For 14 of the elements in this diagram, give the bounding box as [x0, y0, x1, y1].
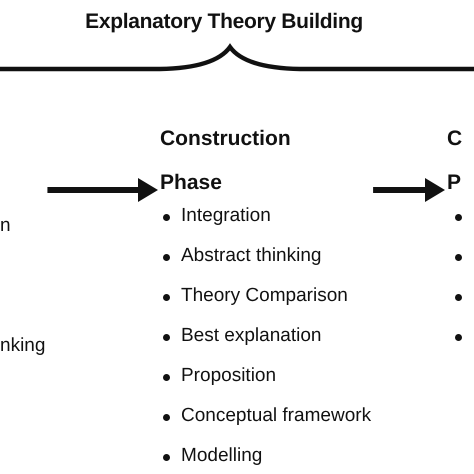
list-item-text: n	[0, 215, 11, 237]
list-item-text: Modelling	[181, 445, 262, 467]
list-item-text: Conceptual framework	[181, 405, 372, 427]
list-item-text: Theory Comparison	[181, 285, 348, 307]
list-item-text: Abstract thinking	[181, 245, 322, 267]
phase-heading: C P	[447, 126, 464, 196]
list-item-text: Proposition	[181, 365, 276, 387]
arrow	[373, 178, 445, 202]
diagram-title: Explanatory Theory Building	[84, 10, 364, 34]
arrow	[47, 178, 158, 202]
list-item-text: Best explanation	[181, 325, 322, 347]
phase-heading: Construction Phase	[160, 126, 292, 196]
list-item-text: nking	[0, 335, 46, 357]
list-item-text: Integration	[181, 205, 271, 227]
